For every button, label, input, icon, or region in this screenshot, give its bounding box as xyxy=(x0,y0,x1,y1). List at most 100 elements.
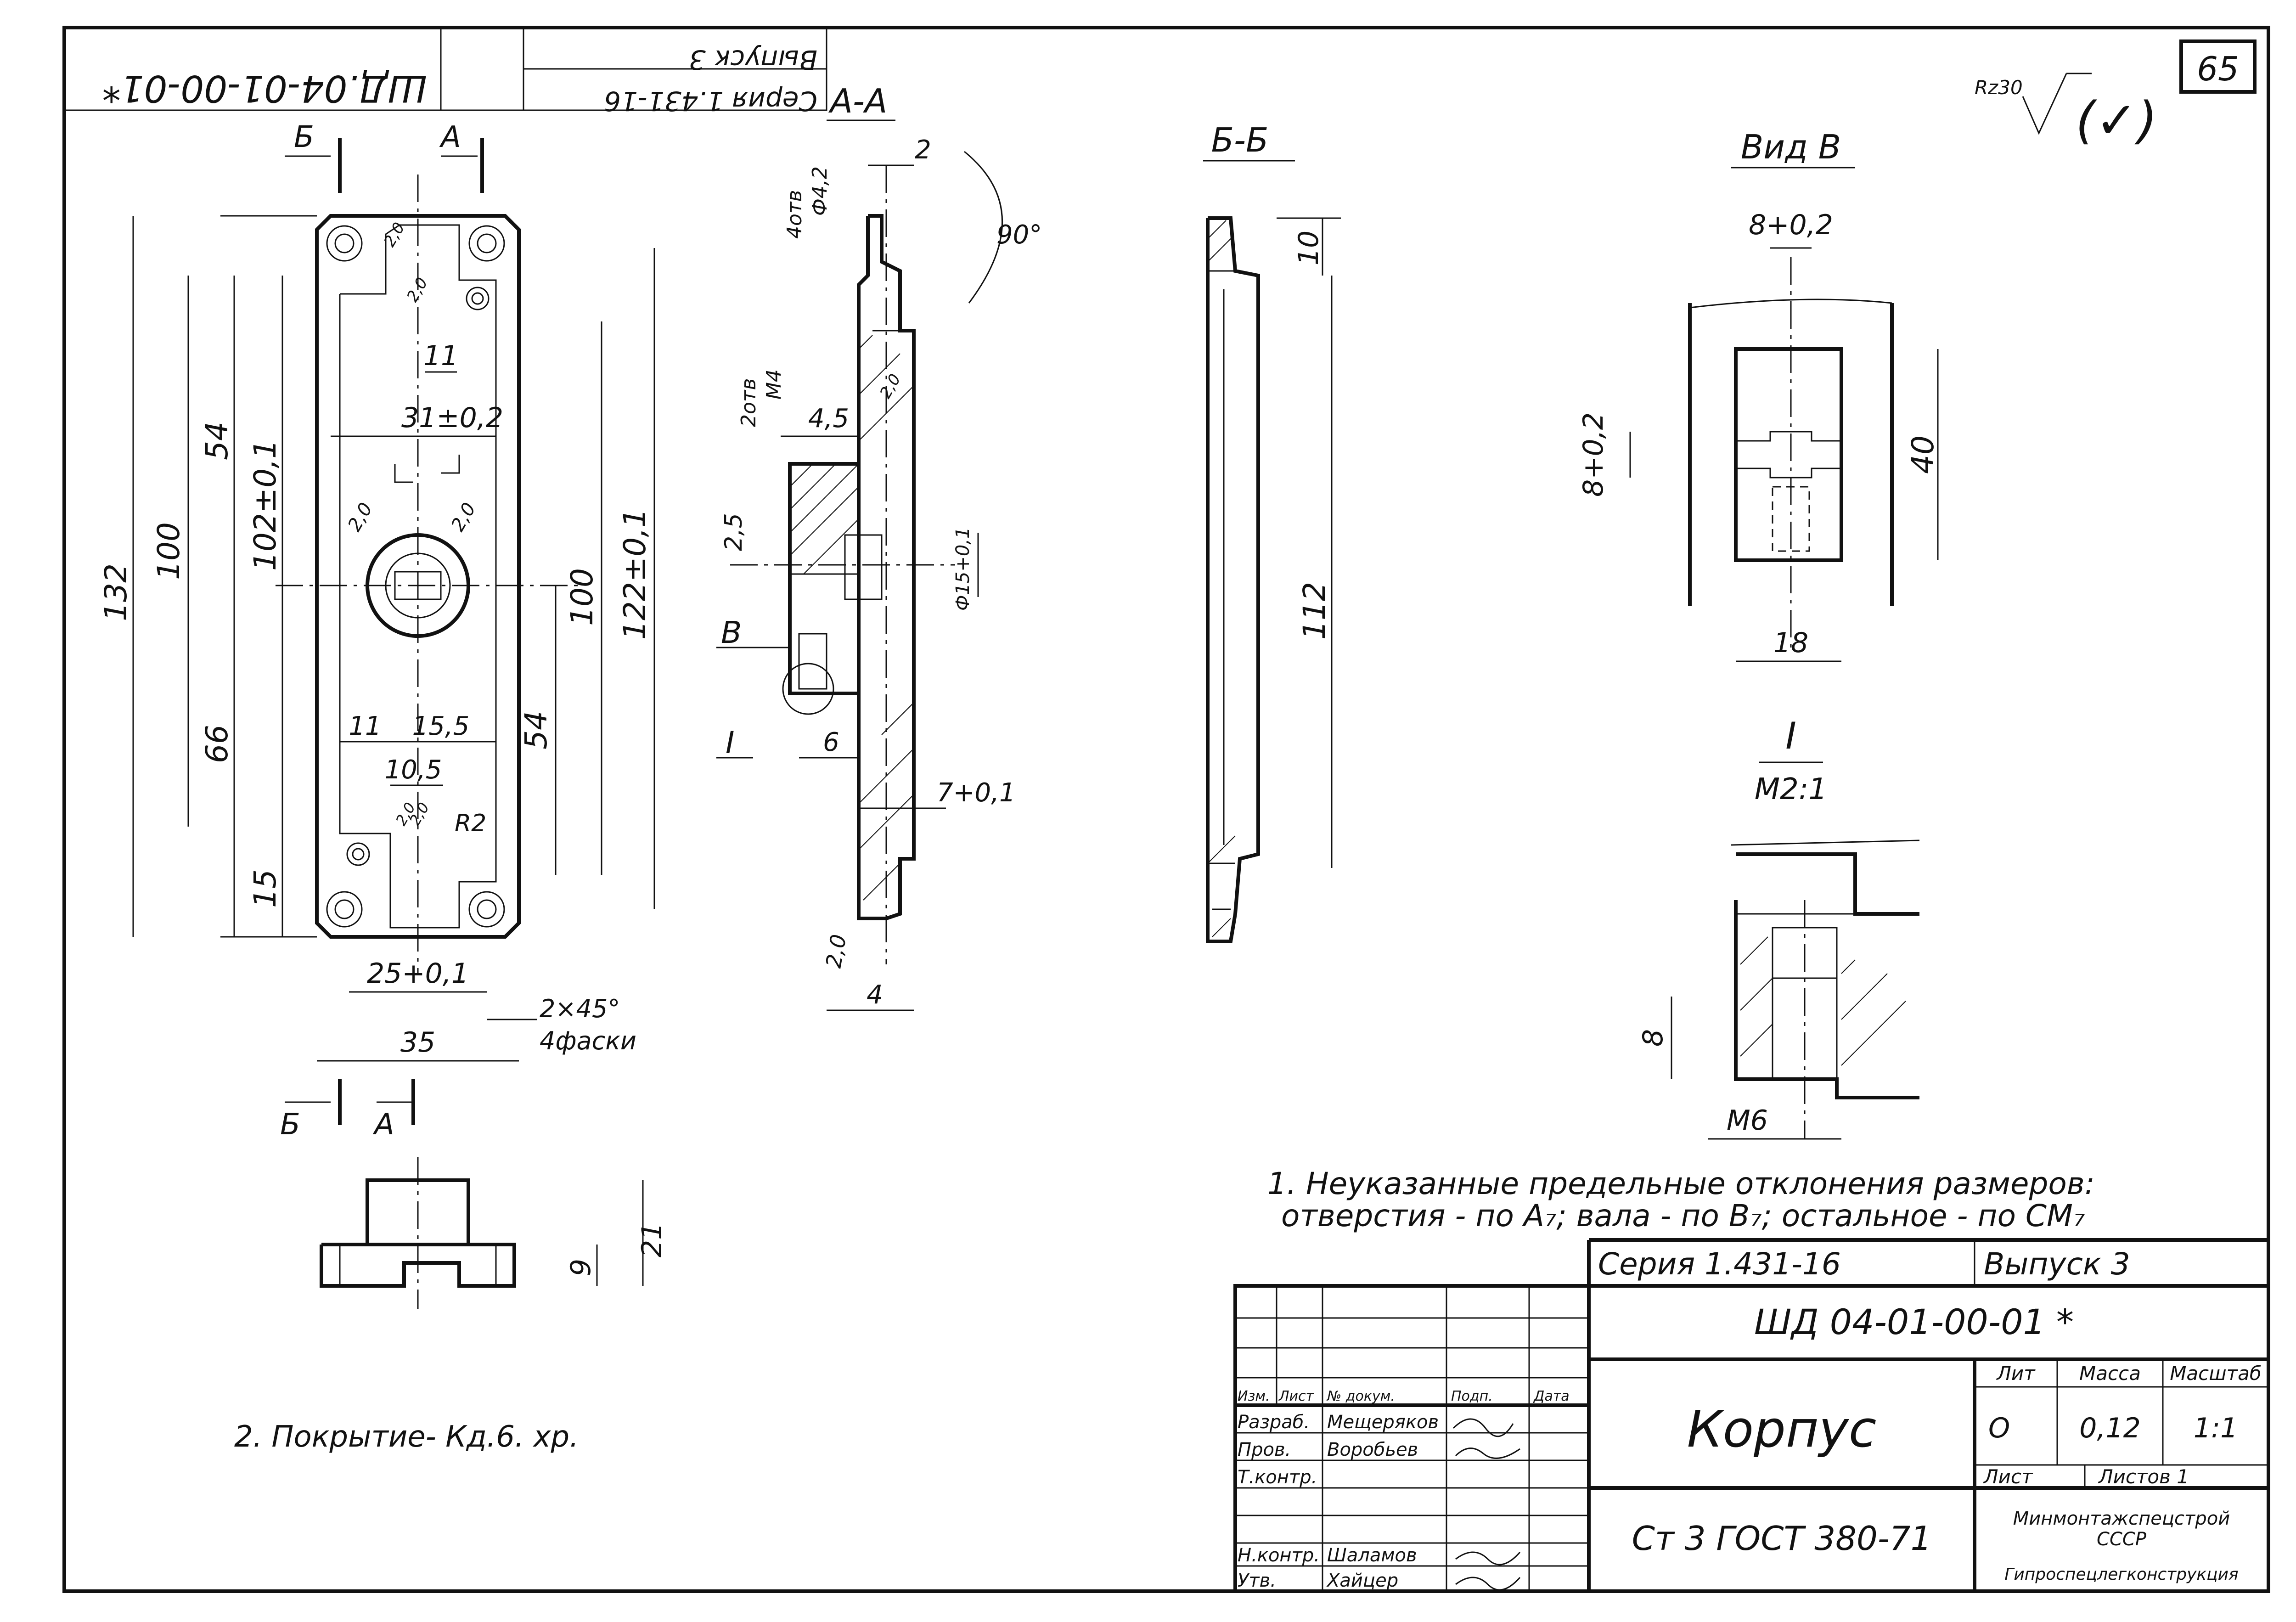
title-series: Серия 1.431-16 xyxy=(1598,1246,1841,1282)
roughness-bracket: (✓) xyxy=(2076,91,2157,150)
dim-m4: М4 xyxy=(762,369,786,400)
dim-9: 9 xyxy=(565,1259,597,1276)
note-2: 2. Покрытие- Кд.6. хр. xyxy=(234,1420,579,1454)
drawing-frame xyxy=(62,26,2270,1593)
cut-b-bottom-label: Б xyxy=(280,1108,300,1142)
dim-102: 102±0,1 xyxy=(248,439,283,571)
dim-2: 2 xyxy=(915,135,931,165)
section-b-title: Б-Б xyxy=(1211,121,1269,159)
surface-a-2-0-b: 2,0 xyxy=(821,932,851,969)
title-scale-value: 1:1 xyxy=(2194,1412,2238,1444)
view-v: Вид В 8+0,2 8+0,2 40 18 xyxy=(1577,128,1941,662)
dim-dia-4-2: Ф4,2 xyxy=(808,166,832,216)
dim-100: 100 xyxy=(151,522,186,580)
dim-8-top: 8+0,2 xyxy=(1749,209,1833,241)
dim-dia-15: Ф15+0,1 xyxy=(952,527,974,611)
roughness-label: Rz30 xyxy=(1975,76,2023,99)
detail-scale: М2:1 xyxy=(1755,772,1827,806)
detail-i-mark: I xyxy=(726,725,734,760)
name-dev: Мещеряков xyxy=(1327,1412,1439,1433)
title-block: Серия 1.431-16 Выпуск 3 ШД 04-01-00-01 *… xyxy=(1233,1238,2270,1593)
dim-15-5: 15,5 xyxy=(412,711,470,741)
title-mass-label: Масса xyxy=(2079,1362,2141,1385)
cut-a-bottom-label: А xyxy=(372,1108,394,1142)
dim-54: 54 xyxy=(199,422,235,460)
section-b-b: Б-Б 10 112 xyxy=(1203,121,1341,943)
dim-54-right: 54 xyxy=(518,711,554,749)
corner-hole-br xyxy=(468,891,505,928)
hdr-izm: Изм. xyxy=(1238,1388,1270,1404)
hdr-doc: № докум. xyxy=(1326,1388,1395,1404)
title-org-line-1: Минмонтажспецстрой xyxy=(2013,1508,2230,1529)
dim-11-bottom: 11 xyxy=(349,711,381,741)
hdr-sign: Подп. xyxy=(1451,1388,1493,1404)
radius-r2: R2 xyxy=(455,810,486,837)
corner-hole-tr xyxy=(468,225,505,262)
role-ncontrol: Н.контр. xyxy=(1238,1545,1320,1566)
detail-hatch xyxy=(1740,936,1906,1066)
name-ncontrol: Шаламов xyxy=(1327,1545,1417,1566)
corner-hole-bl xyxy=(326,891,363,928)
title-lit-value: О xyxy=(1988,1412,2010,1444)
title-sheets-label: Листов 1 xyxy=(2098,1465,2189,1488)
dim-35: 35 xyxy=(400,1026,435,1059)
dim-2-holes: 2отв xyxy=(737,378,760,427)
section-a-title: А-А xyxy=(828,82,888,120)
cut-b-top-label: Б xyxy=(294,120,314,154)
role-check: Пров. xyxy=(1238,1439,1291,1460)
surface-a-2-0-a: 2,0 xyxy=(876,371,905,402)
dim-4-5: 4,5 xyxy=(808,404,849,434)
cut-a-top-label: А xyxy=(439,120,461,154)
arrow-v-label: В xyxy=(721,615,742,650)
role-dev: Разраб. xyxy=(1238,1412,1310,1433)
dim-122: 122±0,1 xyxy=(617,508,653,640)
surface-2-0-c: 2,0 xyxy=(344,499,377,535)
dim-8-left: 8+0,2 xyxy=(1577,412,1609,497)
dim-66: 66 xyxy=(199,725,235,763)
dim-100-right: 100 xyxy=(564,568,600,626)
dim-10-5: 10,5 xyxy=(385,755,442,785)
dim-2-5: 2,5 xyxy=(720,513,748,551)
dim-11: 11 xyxy=(423,340,458,372)
sheet-number: 65 xyxy=(2197,50,2239,88)
title-org-line-2: СССР xyxy=(2097,1529,2147,1550)
title-material: Ст 3 ГОСТ 380-71 xyxy=(1632,1519,1932,1558)
surface-2-0-a: 2,0 xyxy=(380,220,409,250)
role-tcontrol: Т.контр. xyxy=(1238,1467,1317,1488)
name-check: Воробьев xyxy=(1327,1439,1418,1460)
hdr-date: Дата xyxy=(1533,1388,1570,1404)
roughness-symbol: Rz30 (✓) xyxy=(1975,73,2157,150)
dim-21: 21 xyxy=(636,1222,668,1257)
chamfer-note: 4фаски xyxy=(540,1026,636,1055)
note-1-line-1: 1. Неуказанные предельные отклонения раз… xyxy=(1267,1166,2095,1201)
corner-hole-tl xyxy=(326,225,363,262)
dim-4-holes: 4отв xyxy=(783,190,806,239)
front-view xyxy=(220,175,579,974)
view-v-title: Вид В xyxy=(1741,128,1841,166)
title-mass-value: 0,12 xyxy=(2079,1412,2141,1444)
dim-112: 112 xyxy=(1297,582,1332,640)
hdr-list: Лист xyxy=(1278,1388,1315,1404)
role-approve: Утв. xyxy=(1238,1570,1276,1591)
stamp-series: Серия 1.431-16 xyxy=(604,85,817,117)
rotated-stamp: ШД.04-01-00-01* Серия 1.431-16 Выпуск 3 xyxy=(102,44,817,117)
detail-i: I М2:1 8 М6 xyxy=(1637,715,1920,1140)
title-issue: Выпуск 3 xyxy=(1984,1246,2130,1282)
dim-8-detail: 8 xyxy=(1637,1029,1669,1047)
dim-18: 18 xyxy=(1773,627,1808,659)
stamp-code: ШД.04-01-00-01* xyxy=(102,67,427,110)
dim-25: 25+0,1 xyxy=(367,957,469,990)
section-a-a: А-А 4отв Ф4,2 2 xyxy=(716,82,1042,1011)
dim-6: 6 xyxy=(823,727,839,757)
name-approve: Хайцер xyxy=(1326,1570,1398,1591)
bottom-view: 21 9 xyxy=(320,1157,668,1309)
detail-title: I xyxy=(1785,715,1796,757)
front-view-dimensions: 132 100 54 66 102±0,1 15 11 31±0,2 100 1… xyxy=(98,216,655,1062)
title-sheet-label: Лист xyxy=(1983,1465,2033,1488)
title-name: Корпус xyxy=(1687,1400,1877,1459)
dim-10: 10 xyxy=(1293,231,1325,265)
dim-31: 31±0,2 xyxy=(401,402,503,434)
dim-4-bottom: 4 xyxy=(867,980,883,1010)
title-lit-label: Лит xyxy=(1996,1362,2036,1385)
dim-7: 7+0,1 xyxy=(937,778,1016,808)
